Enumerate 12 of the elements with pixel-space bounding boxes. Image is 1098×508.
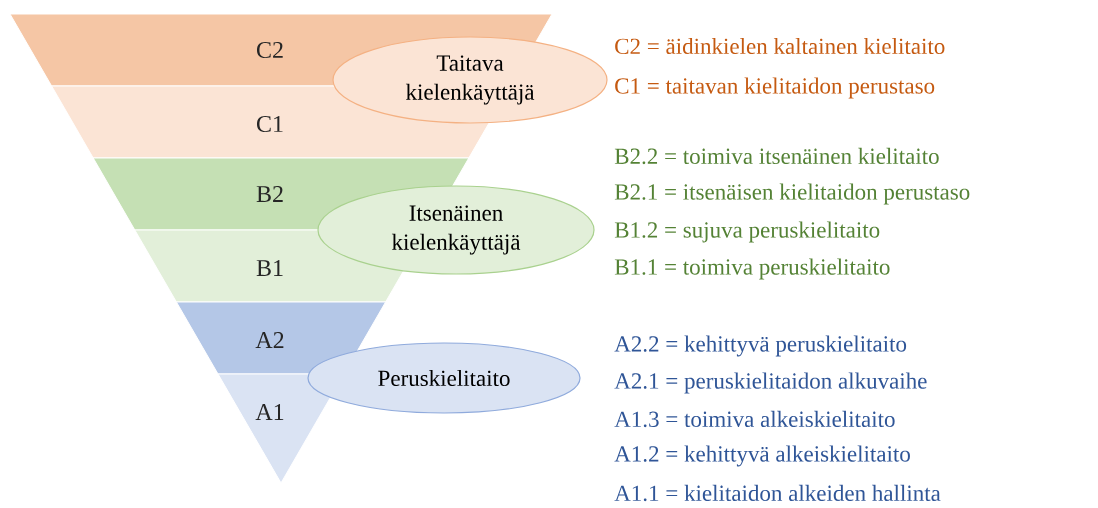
level-description: A1.1 = kielitaidon alkeiden hallinta <box>614 484 941 502</box>
level-description: A1.3 = toimiva alkeiskielitaito <box>614 410 895 428</box>
level-description: B1.1 = toimiva peruskielitaito <box>614 258 890 280</box>
level-description: C1 = taitavan kielitaidon perustaso <box>615 77 935 99</box>
level-description: A2.1 = peruskielitaidon alkuvaihe <box>614 372 927 394</box>
level-description: B1.2 = sujuva peruskielitaito <box>614 221 880 243</box>
level-description: B2.2 = toimiva itsenäinen kielitaito <box>614 147 939 165</box>
level-description: A2.2 = kehittyvä peruskielitaito <box>614 335 907 357</box>
level-description: A1.2 = kehittyvä alkeiskielitaito <box>614 445 910 467</box>
level-band: A1 <box>217 373 345 484</box>
level-description: C2 = äidinkielen kaltainen kielitaito <box>615 37 945 55</box>
level-description: B2.1 = itsenäisen kielitaidon perustaso <box>614 183 970 205</box>
